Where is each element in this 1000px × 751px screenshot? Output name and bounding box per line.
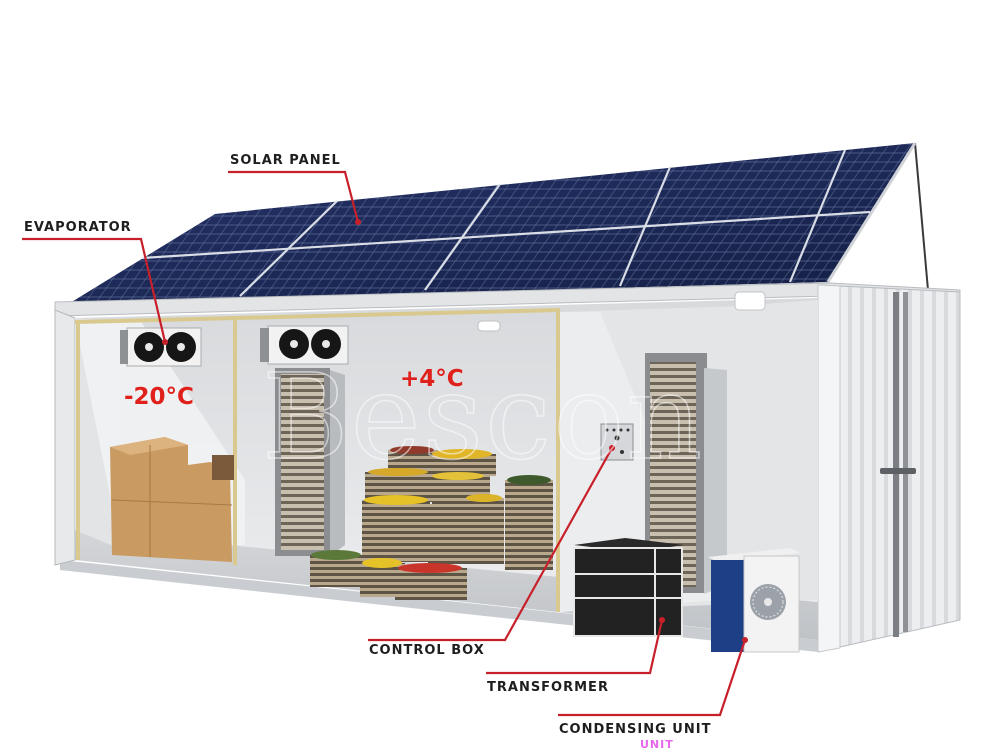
condensing-unit — [708, 548, 800, 653]
callout-dots — [162, 219, 748, 643]
machine-room — [560, 291, 818, 653]
produce-crates — [310, 446, 553, 600]
chiller-room — [260, 320, 553, 600]
freezer-door — [275, 368, 345, 556]
evaporator-leader — [22, 237, 167, 343]
freezer-room — [110, 327, 234, 562]
condensing-unit-label: CONDENSING UNIT — [559, 722, 712, 737]
evaporator-label: EVAPORATOR — [24, 220, 132, 235]
solar-panel-label: SOLAR PANEL — [230, 153, 341, 168]
solar-panel-leader — [228, 170, 360, 223]
chiller-temperature-label: +4°C — [400, 366, 464, 392]
evaporator-unit-1 — [120, 327, 202, 367]
control-box-leader — [368, 447, 613, 642]
insulation-frame — [74, 308, 561, 612]
transformer — [573, 538, 684, 637]
callout-lines — [22, 170, 747, 717]
render-artifact-text: UNIT — [640, 738, 674, 751]
evaporator-unit-2 — [260, 325, 349, 365]
freezer-temperature-label: -20°C — [124, 384, 194, 410]
condensing-unit-leader — [558, 639, 747, 717]
transformer-leader — [486, 619, 664, 675]
transformer-label: TRANSFORMER — [487, 680, 609, 695]
cardboard-boxes — [110, 437, 234, 562]
control-box — [600, 423, 634, 461]
chiller-door — [645, 353, 727, 594]
control-box-label: CONTROL BOX — [369, 643, 485, 658]
